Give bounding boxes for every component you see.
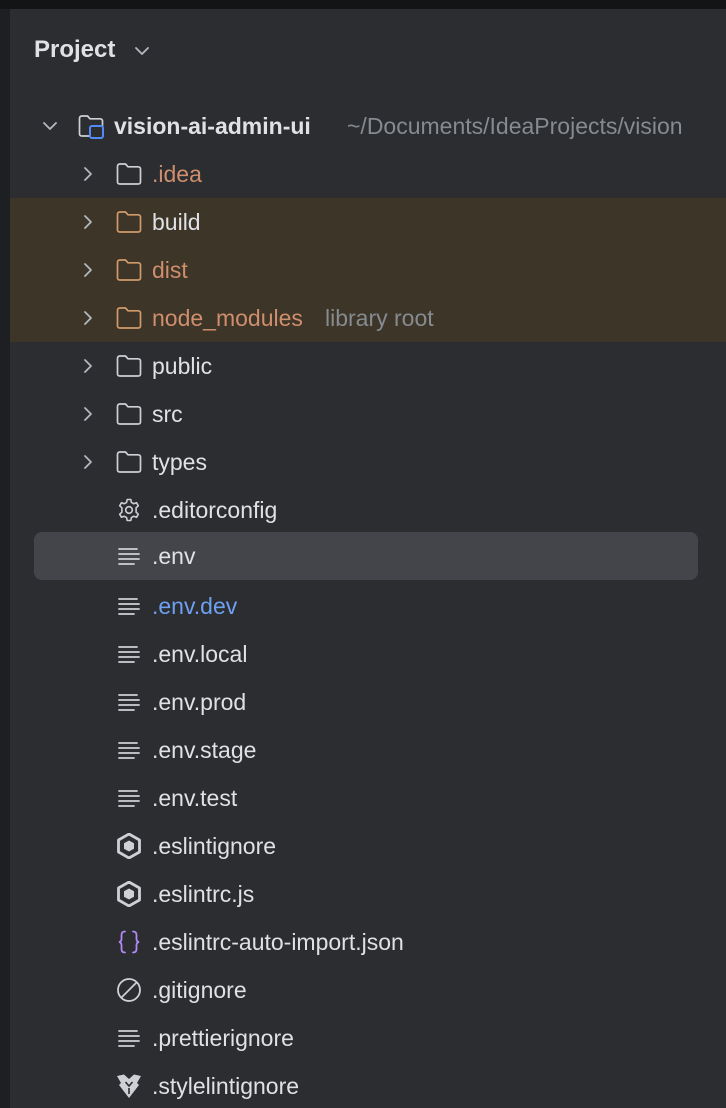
stylelint-icon xyxy=(117,1074,141,1098)
tree-row-file[interactable]: .prettierignore xyxy=(10,1014,726,1062)
folder-icon xyxy=(116,451,142,473)
chevron-right-icon[interactable] xyxy=(79,309,97,327)
window-left-edge xyxy=(0,9,10,1108)
tree-row-file[interactable]: .eslintignore xyxy=(10,822,726,870)
ignore-file-icon xyxy=(117,978,141,1002)
project-view-title[interactable]: Project xyxy=(34,36,116,63)
folder-icon xyxy=(116,163,142,185)
folder-icon xyxy=(116,259,142,281)
project-panel-header: Project xyxy=(10,9,726,95)
file-label: .eslintignore xyxy=(152,833,277,859)
tree-row-file[interactable]: .eslintrc-auto-import.json xyxy=(10,918,726,966)
text-file-icon xyxy=(118,598,140,615)
text-file-icon xyxy=(118,742,140,759)
file-label: .editorconfig xyxy=(152,497,278,523)
tree-row-file[interactable]: .env.stage xyxy=(10,726,726,774)
chevron-down-icon[interactable] xyxy=(41,117,59,135)
tree-row-root[interactable]: vision-ai-admin-ui ~/Documents/IdeaProje… xyxy=(10,102,726,150)
tree-row-folder[interactable]: .idea xyxy=(10,150,726,198)
folder-label: .idea xyxy=(152,161,202,187)
tree-row-folder[interactable]: dist xyxy=(10,246,726,294)
folder-label: node_modules xyxy=(152,305,303,331)
root-project-path: ~/Documents/IdeaProjects/vision xyxy=(347,113,683,139)
root-project-name: vision-ai-admin-ui xyxy=(114,113,311,139)
file-label: .env.local xyxy=(152,641,248,667)
text-file-icon xyxy=(118,790,140,807)
file-label: .env.prod xyxy=(152,689,247,715)
tree-row-file[interactable]: .env.test xyxy=(10,774,726,822)
file-label: .eslintrc-auto-import.json xyxy=(152,929,404,955)
folder-icon xyxy=(116,307,142,329)
file-label: .env.stage xyxy=(152,737,257,763)
chevron-right-icon[interactable] xyxy=(79,165,97,183)
window-top-edge xyxy=(0,0,726,9)
file-label: .env.dev xyxy=(152,593,238,619)
tree-row-file[interactable]: .eslintrc.js xyxy=(10,870,726,918)
gear-icon xyxy=(118,498,140,522)
text-file-icon xyxy=(118,1030,140,1047)
tree-row-file[interactable]: .env.dev xyxy=(10,582,726,630)
json-braces-icon xyxy=(118,930,140,954)
file-label: .env.test xyxy=(152,785,238,811)
project-tool-window: Project vision-ai-admin-ui ~/Documents/I… xyxy=(10,9,726,1108)
chevron-right-icon[interactable] xyxy=(79,261,97,279)
chevron-right-icon[interactable] xyxy=(79,405,97,423)
tree-row-file[interactable]: .gitignore xyxy=(10,966,726,1014)
tree-row-file[interactable]: .env.local xyxy=(10,630,726,678)
folder-icon xyxy=(116,403,142,425)
folder-icon xyxy=(116,355,142,377)
tree-row-folder[interactable]: src xyxy=(10,390,726,438)
text-file-icon xyxy=(118,694,140,711)
text-file-icon xyxy=(118,646,140,663)
folder-label: build xyxy=(152,209,201,235)
folder-icon xyxy=(116,211,142,233)
tree-row-file[interactable]: .env.prod xyxy=(10,678,726,726)
chevron-right-icon[interactable] xyxy=(79,213,97,231)
module-folder-icon xyxy=(78,115,104,139)
file-label: .stylelintignore xyxy=(152,1073,300,1099)
tree-row-file-selected[interactable]: .env xyxy=(10,532,726,580)
chevron-right-icon[interactable] xyxy=(79,453,97,471)
folder-label: src xyxy=(152,401,183,427)
file-label: .prettierignore xyxy=(152,1025,294,1051)
chevron-down-icon[interactable] xyxy=(133,42,151,60)
folder-label: public xyxy=(152,353,213,379)
tree-row-folder[interactable]: build xyxy=(10,198,726,246)
file-label: .gitignore xyxy=(152,977,247,1003)
file-label: .eslintrc.js xyxy=(152,881,255,907)
folder-label: types xyxy=(152,449,207,475)
text-file-icon xyxy=(118,548,140,565)
tree-row-folder[interactable]: types xyxy=(10,438,726,486)
library-root-hint: library root xyxy=(325,305,434,331)
file-label: .env xyxy=(152,543,196,569)
eslint-icon xyxy=(117,833,141,859)
tree-row-file[interactable]: .stylelintignore xyxy=(10,1062,726,1108)
chevron-right-icon[interactable] xyxy=(79,357,97,375)
selection-highlight xyxy=(34,532,698,580)
tree-row-file[interactable]: .editorconfig xyxy=(10,486,726,534)
tree-row-folder[interactable]: public xyxy=(10,342,726,390)
folder-label: dist xyxy=(152,257,188,283)
tree-row-folder[interactable]: node_modules library root xyxy=(10,294,726,342)
eslint-icon xyxy=(117,881,141,907)
